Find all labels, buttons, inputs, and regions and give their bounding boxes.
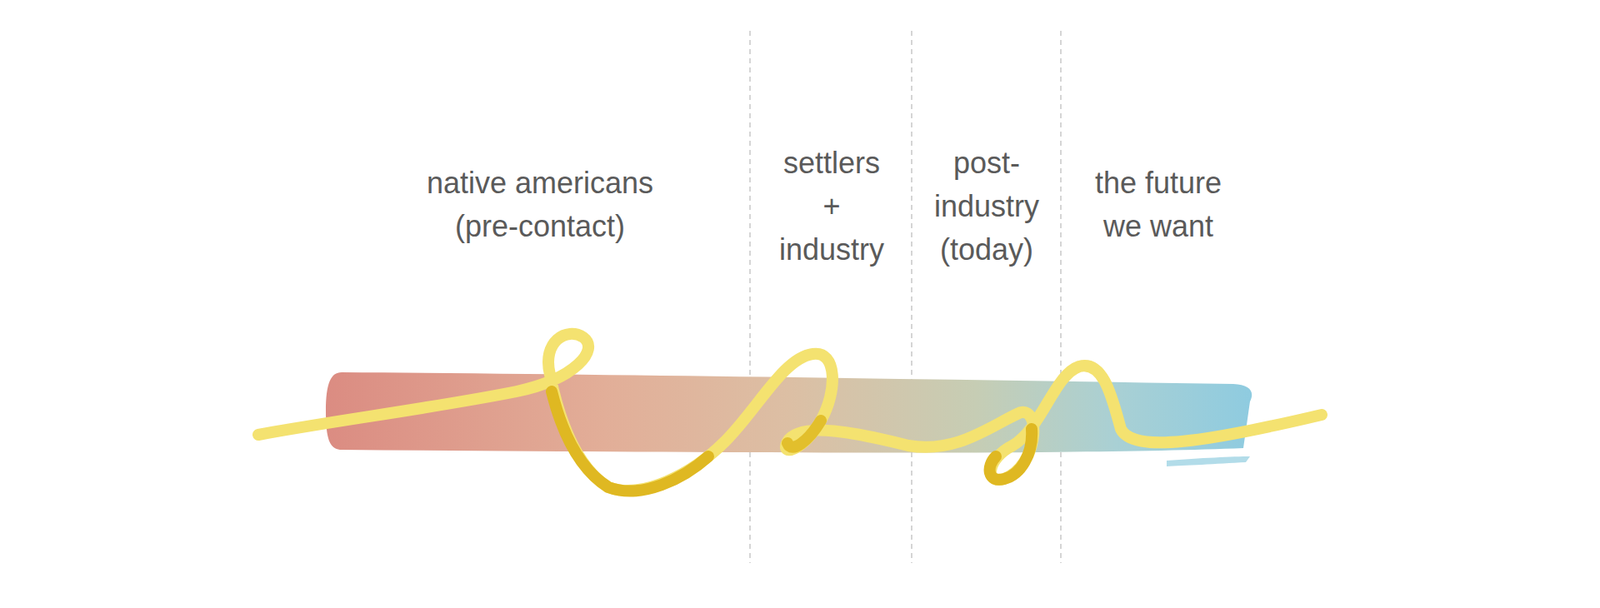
- ribbon-back: [990, 429, 1033, 480]
- brush-streak: [1166, 456, 1250, 467]
- period-dividers: [750, 30, 1061, 564]
- period-label: post-industry (today): [927, 141, 1046, 272]
- divider-line: [910, 30, 913, 564]
- period-label: native americans (pre-contact): [410, 161, 670, 249]
- divider-line: [1060, 30, 1062, 564]
- divider-line: [749, 30, 751, 564]
- period-label: the future we want: [1085, 161, 1232, 249]
- period-label: settlers + industry: [772, 141, 891, 272]
- ribbon-back: [551, 391, 709, 492]
- ribbon-back: [787, 420, 821, 448]
- ribbon: [258, 334, 1322, 491]
